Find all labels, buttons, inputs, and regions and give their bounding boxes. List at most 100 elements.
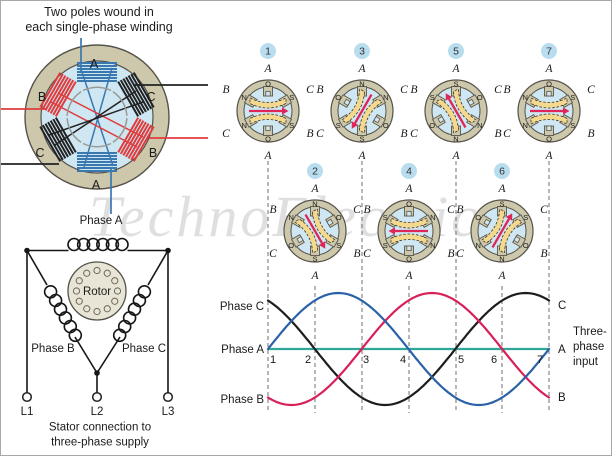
outer-label-b-left: B [316,84,323,96]
flux-arrow-head [563,107,570,115]
outer-label-a-bottom: A [451,150,460,162]
pole-letter-left_top: S [383,213,388,222]
pole-letter-bottom: O [406,255,412,264]
pole-face-arc [82,86,112,92]
flux-band [480,208,505,244]
series-label-c: Phase C [220,301,264,313]
pole-letter-top: N [359,80,364,89]
outer-label-a-top: A [310,183,319,195]
stator-phase-letter-upper_left: B [38,90,46,104]
pole-letter-left_top: O [475,213,481,222]
outer-label-b-left: B [269,204,276,216]
flux-group [480,208,524,254]
flux-group [293,208,337,254]
rotor-bar [111,297,119,305]
x-tick-5: 5 [458,354,464,366]
outer-label-c-right: C [447,204,455,216]
end-label-b: B [558,392,566,404]
flux-band [249,113,287,125]
coil-loop [115,237,129,252]
coil-c-upper-right [112,72,155,117]
position-number-badge [448,43,464,59]
pole-face-arc [112,91,128,116]
pole-letter-left_bottom: N [475,241,480,250]
pole-letter-right_bottom: O [523,241,529,250]
outer-label-a-bottom: A [544,150,553,162]
terminal-L3 [162,391,174,403]
position-number: 7 [546,46,552,58]
coil-loop [96,237,110,252]
outer-label-b-right: B [587,128,594,140]
outer-label-c-right: C [306,84,314,96]
winding-connection [50,101,138,148]
pole-letter-top: N [312,200,317,209]
pole-letter-left_bottom: S [336,121,341,130]
phase-b-label: Phase B [31,343,75,355]
pole-letter-right_top: S [289,93,294,102]
pole-letter-left_bottom: N [241,121,246,130]
figure-title: Two poles wound in each single-phase win… [3,5,195,35]
figure-title-line2: each single-phase winding [25,20,173,34]
position-number-badge [260,43,276,59]
pole-tab [544,125,554,136]
delta-caption-line1: Stator connection to [49,422,151,434]
outer-label-a-bottom: A [357,150,366,162]
outer-label-b-right: B [540,248,547,260]
pole-letter-top: S [453,80,458,89]
x-tick-7: 7 [537,354,543,366]
outer-label-c-left: C [316,128,324,140]
rotor-bar [93,266,101,275]
pole-letter-bottom: N [499,255,504,264]
pole-letter-right_bottom: N [430,241,435,250]
outer-label-a-bottom: A [263,150,272,162]
pole-letter-right_top: S [570,93,575,102]
position-number: 2 [312,166,318,178]
coil-loop [67,237,81,252]
pole-letter-bottom: O [265,135,271,144]
pole-face-arc [112,118,128,143]
pole-letter-top: O [265,80,271,89]
outer-label-c-right: C [353,204,361,216]
stator-phase-letter-lower_left: C [35,146,44,160]
pole-letter-top: S [499,200,504,209]
pole-tab [372,113,387,128]
pole-tab [477,214,492,229]
pole-face-arc [66,91,82,116]
outer-label-c-left: C [363,248,371,260]
right-caption-line3: input [573,356,599,368]
pole-tab [263,125,273,136]
flux-arrow-shaft [448,98,467,129]
pole-letter-bottom: S [359,135,364,144]
rotor-bar [83,269,91,277]
flux-band [530,97,568,109]
flux-band [530,113,568,125]
terminal-label-L2: L2 [91,406,104,418]
outer-label-b-right: B [494,128,501,140]
position-number: 3 [359,46,365,58]
coil-b-upper-left [39,72,82,117]
flux-arrow-shaft [491,218,510,249]
pole-tab [263,86,273,97]
outer-label-b-right: B [353,248,360,260]
flux-group [249,97,289,125]
flux-arrow-head [505,213,513,221]
pole-letter-left_top: N [241,93,246,102]
outer-label-b-right: B [306,128,313,140]
coil-loop [68,328,83,343]
outer-label-c-right: C [587,84,595,96]
outer-label-b-right: B [400,128,407,140]
terminal-label-L3: L3 [162,406,175,418]
rotor-bar [113,287,122,295]
pole-letter-left_bottom: O [288,241,294,250]
wire-right-side [147,250,169,286]
pole-letter-right_bottom: S [336,241,341,250]
stator-phase-letter-upper_right: C [146,90,155,104]
outer-label-c-right: C [494,84,502,96]
flux-band [390,217,428,229]
position-number-badge [494,163,510,179]
